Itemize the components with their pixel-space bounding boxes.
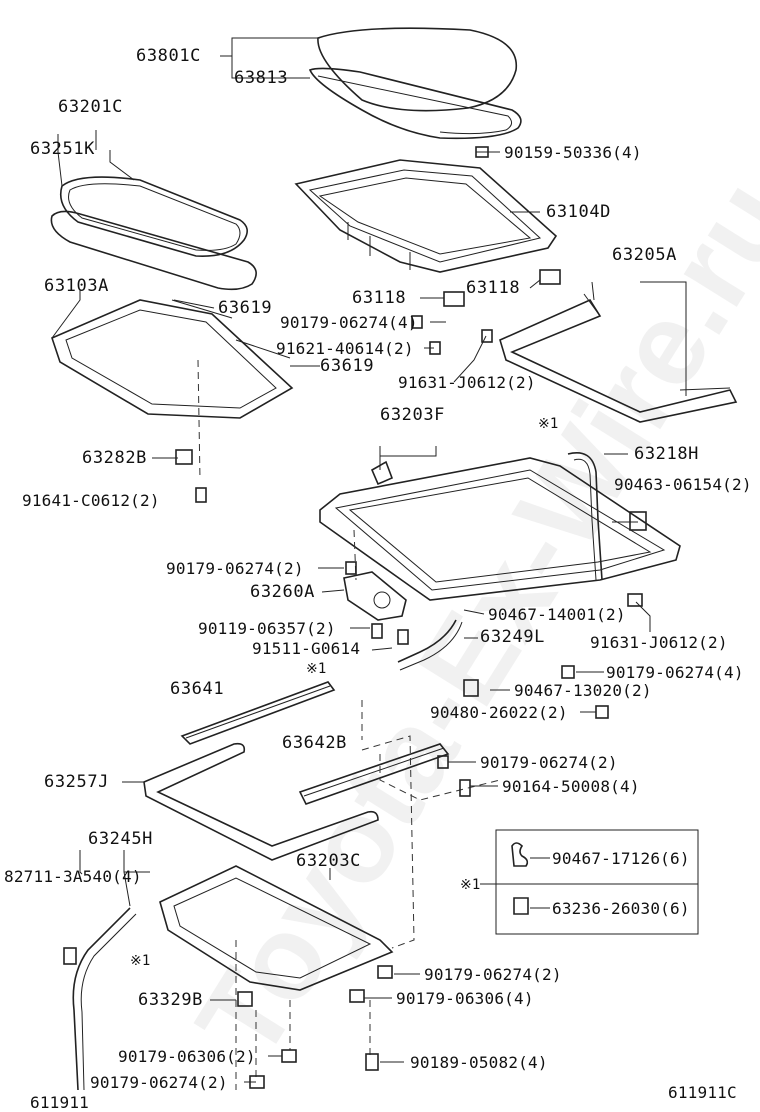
- part-label-63205A: 63205A: [612, 245, 678, 265]
- legend-item-2: 63236-26030(6): [552, 899, 690, 918]
- part-label-63218H: 63218H: [634, 444, 700, 464]
- bracket-63118: [443, 269, 561, 307]
- part-label-63619-top: 63619: [218, 298, 273, 318]
- motor-63260A: [343, 571, 407, 621]
- part-label-90179-06274-4a: 90179-06274(4): [280, 313, 418, 332]
- part-label-63641: 63641: [170, 679, 225, 699]
- part-label-90179-06306-2: 90179-06306(2): [118, 1047, 256, 1066]
- part-label-91621: 91621-40614(2): [276, 339, 414, 358]
- guide-63641: [180, 681, 336, 745]
- part-label-63104D: 63104D: [546, 202, 612, 222]
- marker-1-top: ※1: [538, 416, 559, 432]
- diagram-code: 611911C: [668, 1083, 737, 1102]
- part-label-91511: 91511-G0614: [252, 639, 361, 658]
- part-label-90159: 90159-50336(4): [504, 143, 642, 162]
- drip-channel-63203F: [319, 457, 681, 601]
- part-label-63260A: 63260A: [250, 582, 316, 602]
- weatherstrip-63813: [308, 67, 522, 140]
- part-label-90179-06274-2a: 90179-06274(2): [166, 559, 304, 578]
- part-label-90467-13020: 90467-13020(2): [514, 681, 652, 700]
- guide-63642B: [298, 743, 450, 805]
- marker-1-mid: ※1: [306, 661, 327, 677]
- part-label-63203C: 63203C: [296, 851, 362, 871]
- fasteners: [63, 315, 647, 1089]
- part-label-91641: 91641-C0612(2): [22, 491, 160, 510]
- part-label-90480: 90480-26022(2): [430, 703, 568, 722]
- part-label-63251K: 63251K: [30, 139, 96, 159]
- part-label-90179-06274-4b: 90179-06274(4): [606, 663, 744, 682]
- part-label-63801C: 63801C: [136, 46, 202, 66]
- part-label-63619-bottom: 63619: [320, 356, 375, 376]
- part-label-90179-06274-2c: 90179-06274(2): [424, 965, 562, 984]
- frame-63203C: [159, 865, 394, 991]
- part-label-90119: 90119-06357(2): [198, 619, 336, 638]
- leader-lines: [51, 37, 687, 1083]
- part-label-63249L: 63249L: [480, 627, 546, 647]
- marker-1-legend: ※1: [460, 877, 481, 893]
- part-label-63245H: 63245H: [88, 829, 154, 849]
- glass-panel-63801C: [317, 27, 518, 112]
- part-label-90179-06274-2d: 90179-06274(2): [90, 1073, 228, 1092]
- footer-left-code: 611911: [30, 1093, 89, 1112]
- part-label-63201C: 63201C: [58, 97, 124, 117]
- frame-63103A: [51, 299, 294, 419]
- weatherstrip-63257J: [143, 742, 379, 861]
- part-label-90179-06306-4: 90179-06306(4): [396, 989, 534, 1008]
- part-label-90189: 90189-05082(4): [410, 1053, 548, 1072]
- part-label-90467-14001: 90467-14001(2): [488, 605, 626, 624]
- legend-item-1: 90467-17126(6): [552, 849, 690, 868]
- part-label-90164: 90164-50008(4): [502, 777, 640, 796]
- part-label-63103A: 63103A: [44, 276, 110, 296]
- drain-hose-63245H: [72, 907, 137, 1091]
- part-label-63813: 63813: [234, 68, 289, 88]
- part-label-63203F: 63203F: [380, 405, 446, 425]
- legend-box: [480, 829, 699, 935]
- part-label-82711: 82711-3A540(4): [4, 867, 142, 886]
- housing-63104D: [294, 159, 558, 273]
- part-label-90179-06274-2b: 90179-06274(2): [480, 753, 618, 772]
- part-label-63329B: 63329B: [138, 990, 204, 1010]
- part-label-63257J: 63257J: [44, 772, 110, 792]
- part-label-63118-right: 63118: [466, 278, 521, 298]
- part-label-91631-b: 91631-J0612(2): [590, 633, 728, 652]
- part-label-63642B: 63642B: [282, 733, 348, 753]
- hose-63218H: [567, 452, 603, 581]
- hose-63249L: [397, 619, 463, 671]
- part-label-63282B: 63282B: [82, 448, 148, 468]
- part-label-91631-a: 91631-J0612(2): [398, 373, 536, 392]
- sunshade-63251K: [50, 176, 257, 291]
- part-label-90463: 90463-06154(2): [614, 475, 752, 494]
- rail-63205A: [499, 293, 738, 423]
- part-label-63118-left: 63118: [352, 288, 407, 308]
- marker-1-bottom: ※1: [130, 953, 151, 969]
